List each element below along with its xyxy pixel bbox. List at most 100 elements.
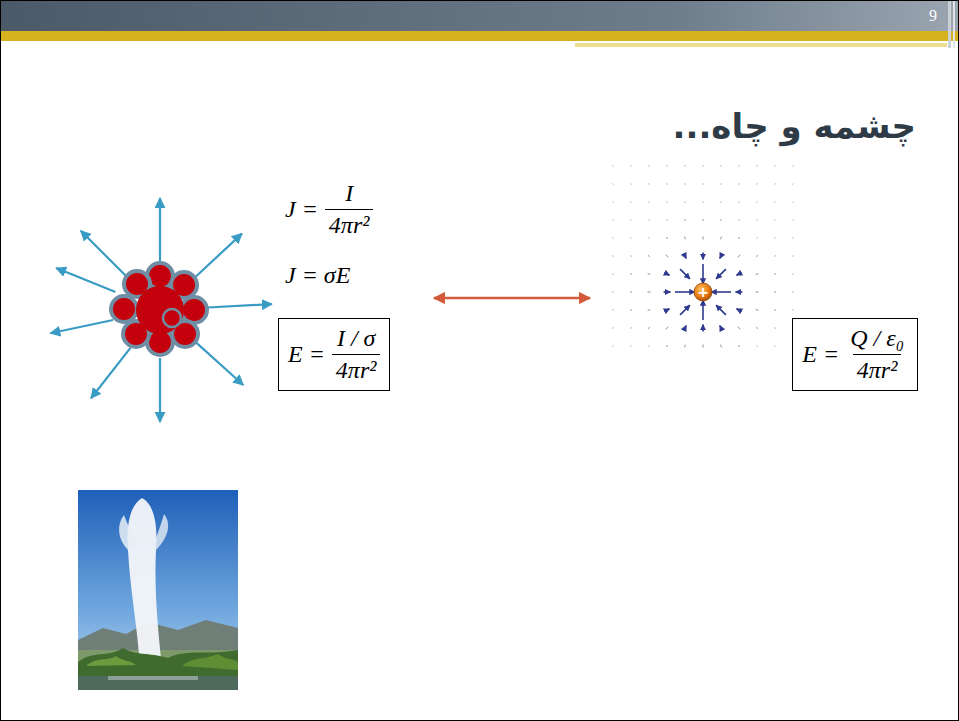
header-edge-stripe: [948, 0, 951, 48]
field-arrow: [612, 237, 613, 239]
field-arrow: [756, 219, 758, 221]
current-arrow: [91, 348, 130, 398]
field-arrow: [612, 255, 613, 256]
field-arrow: [756, 345, 757, 346]
field-arrow: [737, 273, 742, 275]
field-arrow: [774, 165, 776, 166]
field-arrow: [736, 291, 743, 293]
field-arrow: [774, 292, 776, 293]
field-arrow: [648, 219, 650, 221]
fraction: I / σ4πr²: [332, 325, 381, 384]
field-arrow: [612, 345, 613, 347]
field-arrow: [684, 345, 686, 348]
field-arrow: [703, 201, 704, 202]
field-arrow: [684, 165, 685, 166]
fraction: Q / ε₀4πr²: [846, 325, 908, 384]
field-arrow: [756, 237, 757, 238]
field-arrow: [684, 254, 686, 259]
page-number: 9: [929, 7, 937, 25]
header-gold-bar: [0, 31, 959, 41]
current-arrow: [208, 304, 272, 307]
geyser-photo: [78, 490, 238, 690]
field-arrow: [792, 255, 793, 256]
numerator: I / σ: [333, 325, 380, 354]
electrode-cluster: [111, 263, 207, 355]
field-arrow: [756, 327, 758, 328]
field-arrow: [720, 201, 721, 202]
analogy-arrow: [434, 297, 590, 300]
field-arrow: [738, 237, 739, 239]
header-edge-stripe: [953, 0, 955, 48]
boxed-equation: E =I / σ4πr²: [278, 318, 390, 391]
field-arrow: [774, 183, 776, 185]
boxed-equation: E =Q / ε₀4πr²: [792, 318, 918, 391]
current-density-formula: J =I4πr²: [285, 180, 373, 239]
equation-lhs: E =: [802, 341, 839, 369]
current-arrow: [159, 198, 161, 262]
field-arrow: [774, 345, 776, 347]
field-arrow: [666, 237, 667, 239]
point-charge: +: [693, 282, 713, 302]
field-arrow: [703, 165, 704, 166]
field-arrow: [648, 255, 650, 256]
field-arrow: [630, 327, 631, 329]
field-arrow: [666, 201, 667, 202]
field-arrow: [738, 201, 739, 202]
field-arrow: [630, 165, 632, 166]
denominator: 4πr²: [853, 354, 902, 385]
current-arrow: [81, 231, 126, 276]
current-arrow: [50, 320, 113, 333]
field-arrow: [648, 201, 650, 202]
field-arrow: [675, 291, 695, 293]
field-arrow: [703, 183, 704, 184]
header-band: [0, 0, 959, 31]
field-arrow: [684, 237, 686, 240]
field-arrow: [792, 219, 794, 221]
field-arrow: [648, 345, 649, 346]
current-arrow: [56, 268, 115, 292]
field-arrow: [720, 237, 722, 240]
field-arrow: [647, 292, 650, 293]
header-thin-bar: [575, 43, 947, 47]
field-arrow: [684, 326, 686, 331]
field-arrow: [664, 291, 671, 293]
numerator: Q / ε₀: [846, 325, 908, 354]
field-arrow: [774, 201, 776, 203]
field-arrow: [666, 345, 667, 347]
field-arrow: [666, 327, 668, 329]
field-arrow: [665, 309, 670, 311]
field-arrow: [774, 255, 775, 257]
field-arrow: [630, 292, 632, 293]
field-arrow: [792, 292, 793, 293]
field-arrow: [684, 219, 685, 221]
field-arrow: [774, 219, 776, 221]
field-arrow: [703, 219, 704, 221]
field-arrow: [630, 219, 632, 221]
field-arrow: [756, 201, 758, 202]
field-arrow: [703, 236, 704, 239]
denominator: 4πr²: [325, 209, 374, 240]
field-arrow: [630, 309, 632, 310]
field-arrow: [738, 327, 740, 329]
field-arrow: [684, 201, 685, 202]
field-arrow: [666, 255, 668, 257]
field-arrow: [648, 183, 650, 184]
field-arrow: [684, 183, 685, 184]
field-arrow: [792, 309, 793, 310]
field-arrow: [720, 254, 722, 259]
field-arrow: [756, 309, 759, 311]
field-arrow: [755, 292, 758, 293]
field-arrow: [630, 237, 632, 239]
field-arrow: [666, 165, 667, 166]
field-arrow: [648, 165, 649, 166]
field-arrow: [720, 219, 721, 221]
field-arrow: [738, 219, 740, 220]
field-arrow: [666, 183, 667, 184]
field-arrow: [665, 273, 670, 275]
field-arrow: [702, 253, 704, 260]
field-arrow: [630, 273, 632, 274]
current-arrow: [195, 234, 242, 278]
current-arrow: [159, 358, 161, 422]
field-arrow: [612, 201, 614, 203]
